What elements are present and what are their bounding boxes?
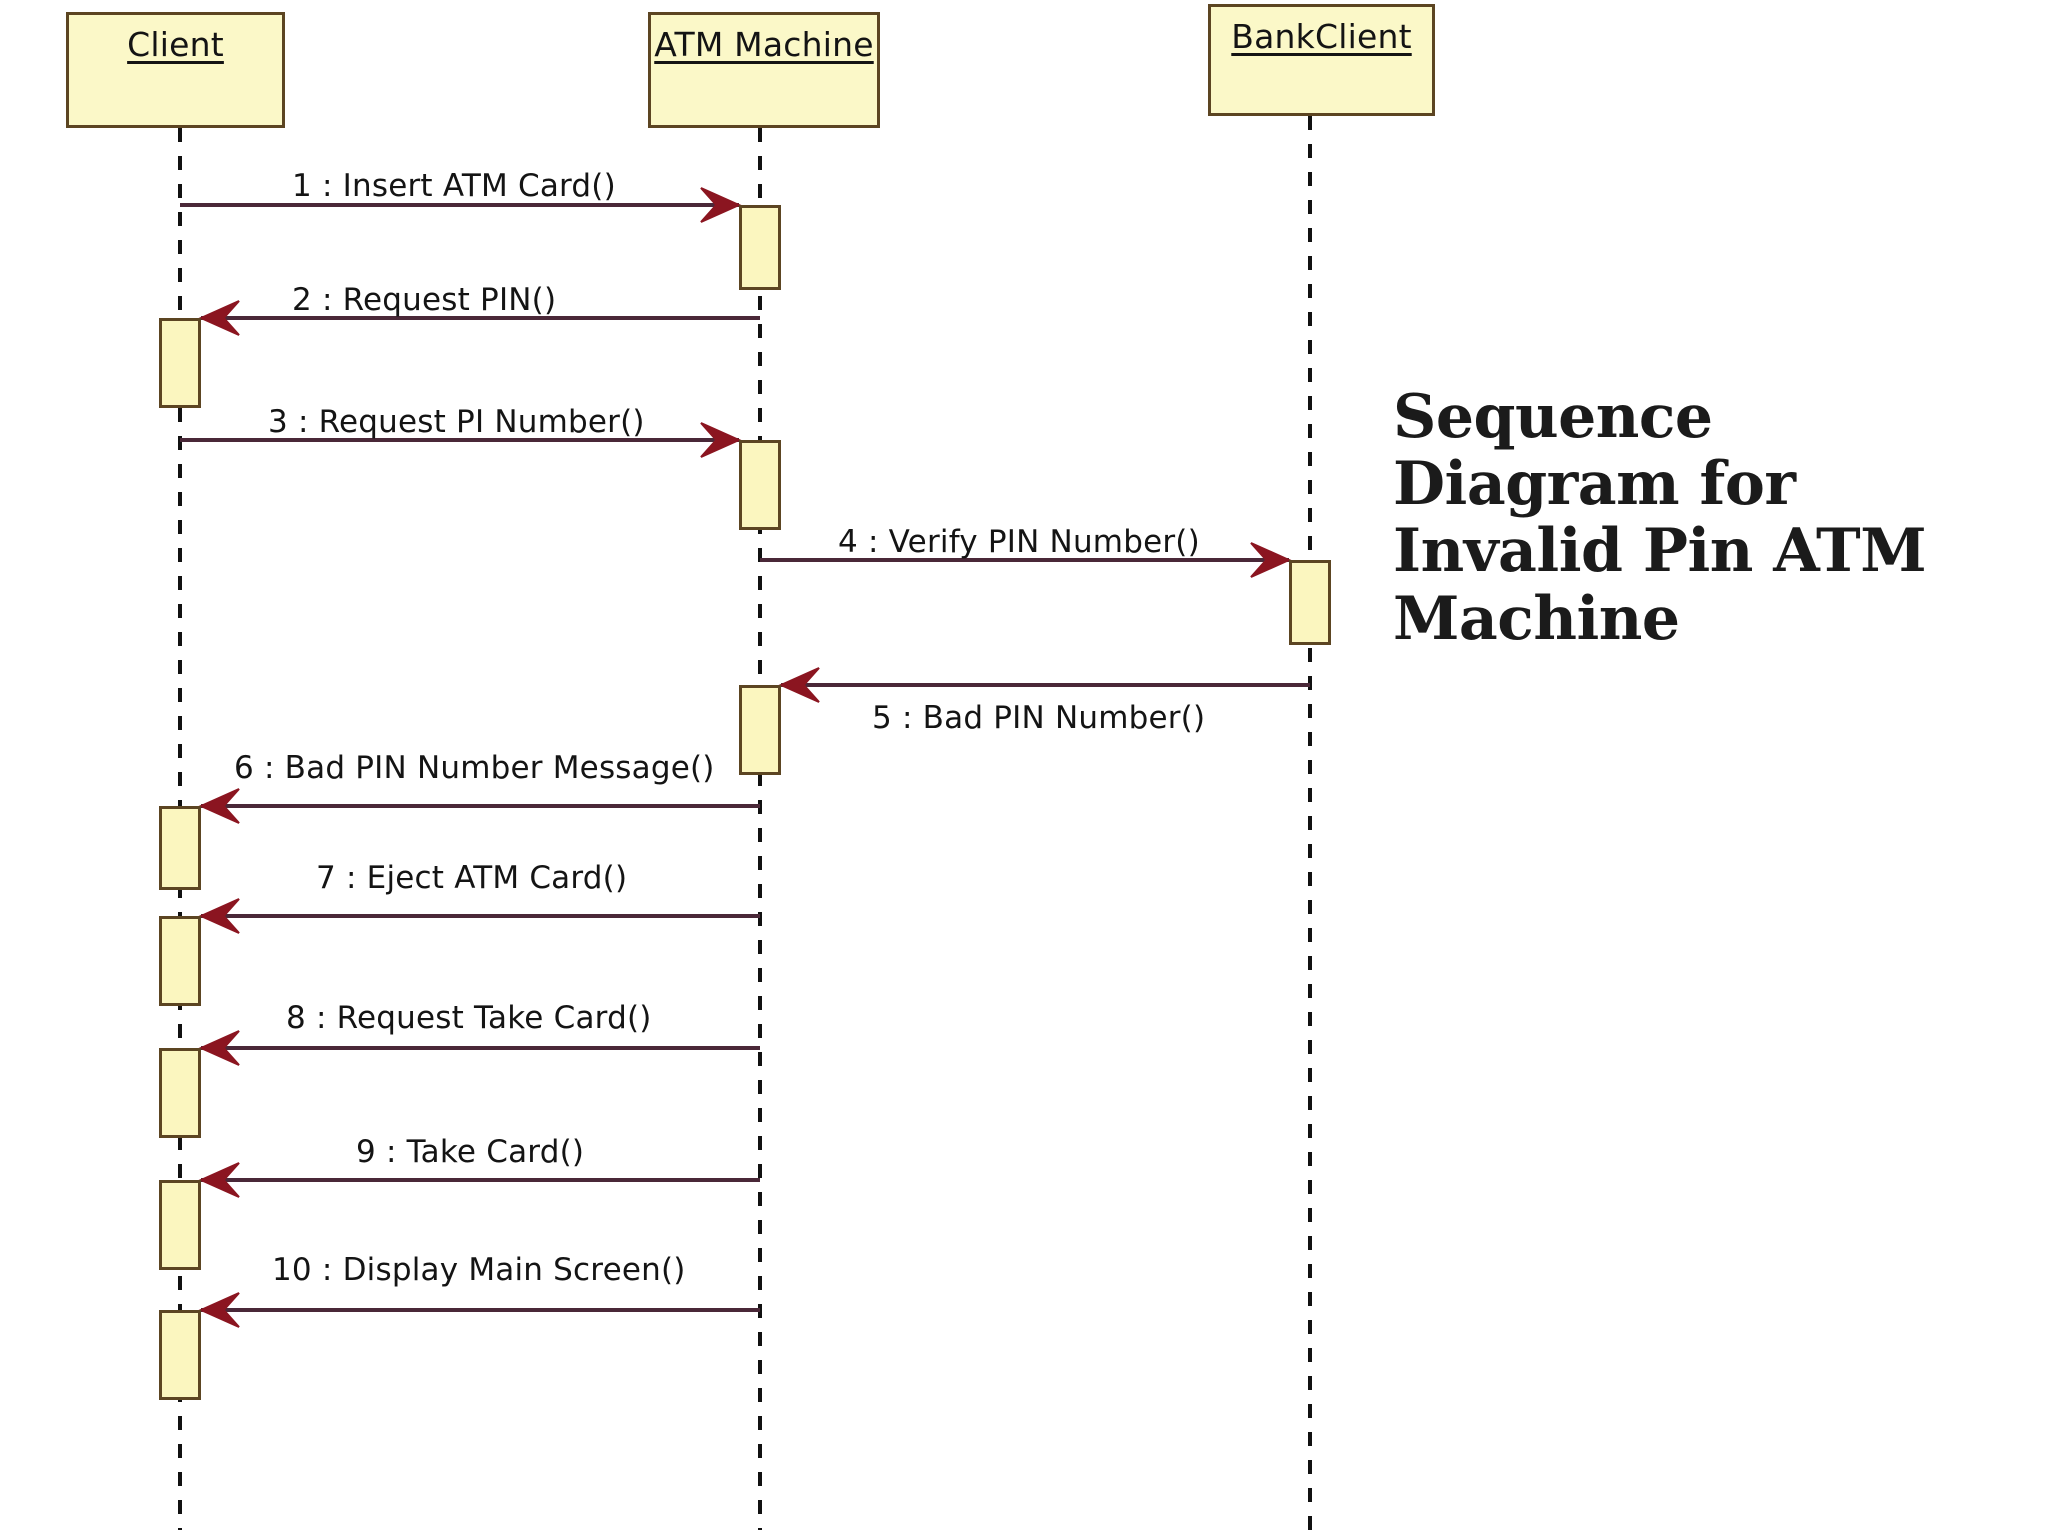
activation-bar-atm-2 [739, 440, 781, 530]
activation-bar-client-7 [159, 1048, 201, 1138]
activation-bar-client-8 [159, 1180, 201, 1270]
activation-bar-atm-4 [739, 685, 781, 775]
message-label-9: 9 : Take Card() [356, 1134, 585, 1170]
message-label-2: 2 : Request PIN() [292, 282, 557, 318]
lifeline-box-bankclient[interactable]: BankClient [1208, 4, 1435, 116]
message-label-5: 5 : Bad PIN Number() [872, 700, 1206, 736]
message-arrow-6 [198, 788, 760, 824]
message-arrow-8 [198, 1030, 760, 1066]
message-label-6: 6 : Bad PIN Number Message() [234, 750, 715, 786]
lifeline-box-atm[interactable]: ATM Machine [648, 12, 880, 128]
activation-bar-bankclient-3 [1289, 560, 1331, 645]
activation-bar-atm-0 [739, 205, 781, 290]
activation-bar-client-1 [159, 318, 201, 408]
activation-bar-client-9 [159, 1310, 201, 1400]
message-label-3: 3 : Request PI Number() [268, 404, 645, 440]
message-arrow-5 [778, 667, 1310, 703]
message-label-1: 1 : Insert ATM Card() [292, 168, 616, 204]
lifeline-name-bankclient: BankClient [1231, 17, 1412, 56]
lifeline-box-client[interactable]: Client [66, 12, 285, 128]
diagram-title: Sequence Diagram for Invalid Pin ATM Mac… [1393, 382, 1927, 654]
message-label-4: 4 : Verify PIN Number() [838, 524, 1200, 560]
message-label-8: 8 : Request Take Card() [286, 1000, 652, 1036]
lifeline-name-atm: ATM Machine [654, 25, 874, 64]
lifeline-name-client: Client [127, 25, 224, 64]
message-label-7: 7 : Eject ATM Card() [316, 860, 628, 896]
activation-bar-client-6 [159, 916, 201, 1006]
message-arrow-7 [198, 898, 760, 934]
activation-bar-client-5 [159, 806, 201, 890]
message-label-10: 10 : Display Main Screen() [272, 1252, 686, 1288]
message-arrow-10 [198, 1292, 760, 1328]
